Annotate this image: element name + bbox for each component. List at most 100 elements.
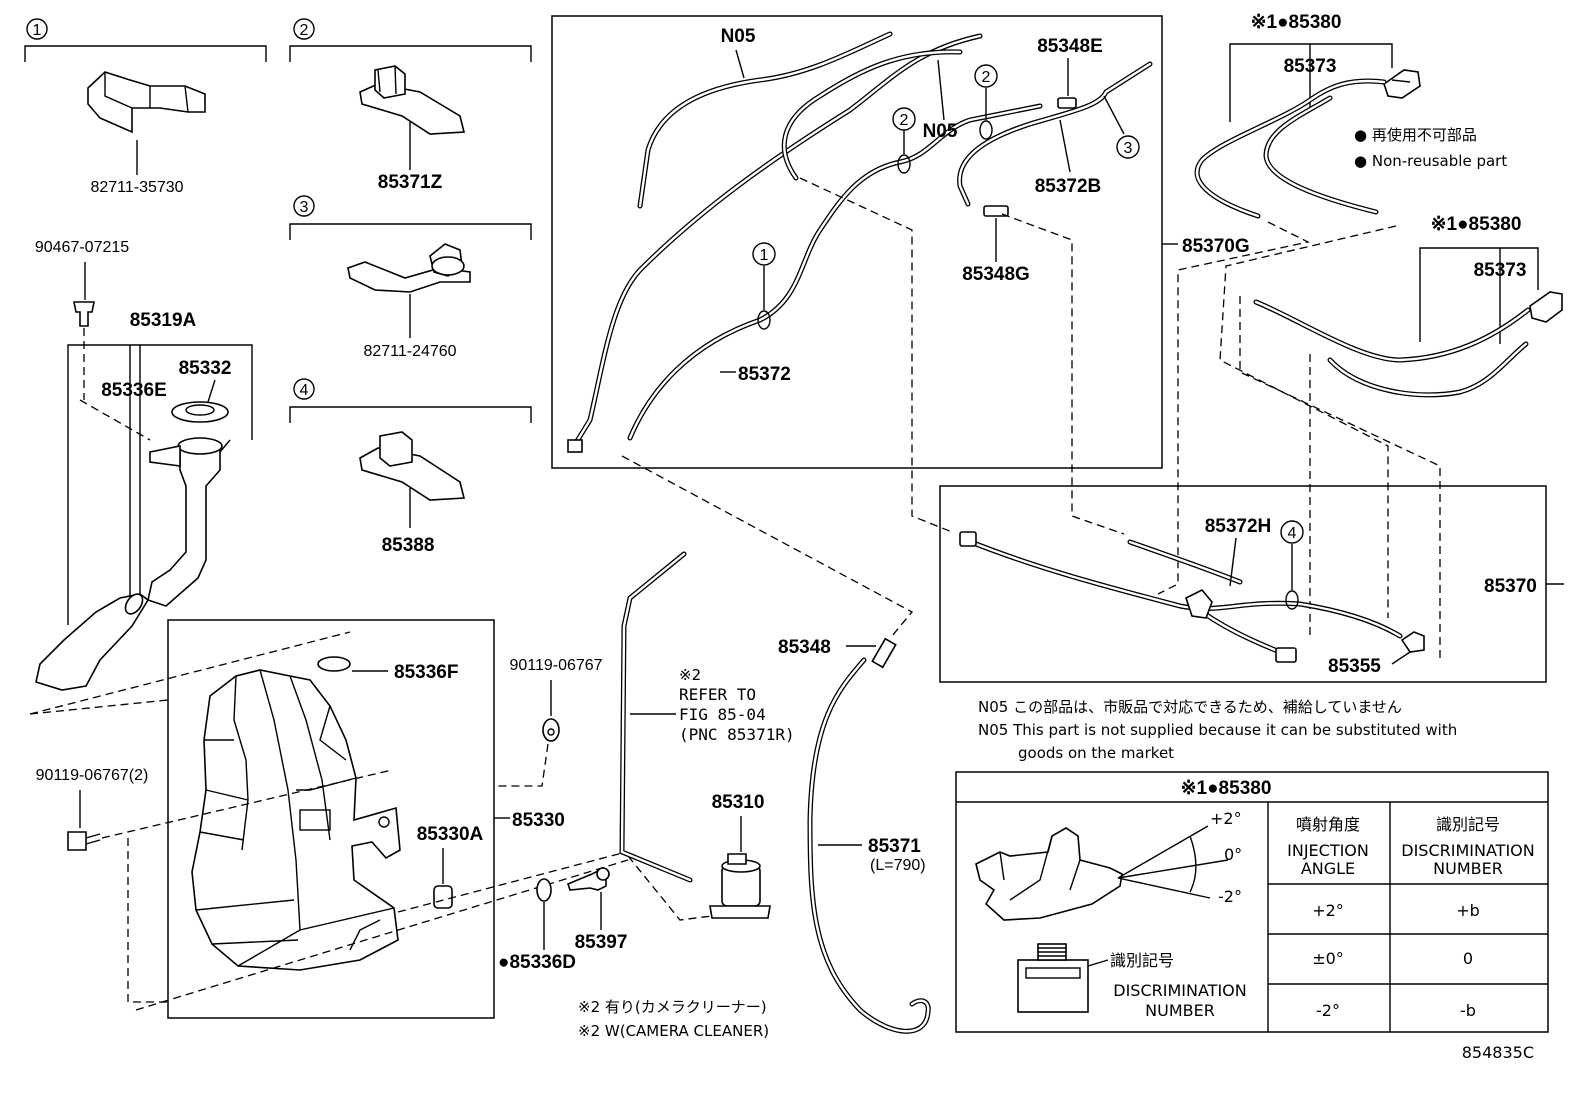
group-bracket-1: 1: [24, 18, 267, 62]
ref-mark: ※2: [679, 666, 701, 684]
table-row2-code: 0: [1463, 949, 1473, 968]
part-clamp-82711-24760[interactable]: [347, 243, 471, 338]
label-85336D: ●85336D: [498, 952, 576, 973]
camera-note-en: ※2 W(CAMERA CLEANER): [578, 1022, 769, 1040]
disc-label-en-1: DISCRIMINATION: [1113, 981, 1246, 1000]
disc-label-jp: 識別記号: [1110, 951, 1174, 970]
table-col2-en-2: NUMBER: [1433, 859, 1503, 878]
n05-note-en-2: goods on the market: [1018, 744, 1174, 762]
part-hose-85372-long[interactable]: [571, 33, 983, 449]
label-N05-top: N05: [721, 26, 756, 47]
label-85372: 85372: [738, 364, 791, 385]
label-85372B: 85372B: [1035, 176, 1102, 197]
part-hose-camera-cleaner[interactable]: [619, 551, 693, 883]
table-title: ※1●85380: [1181, 778, 1272, 799]
part-hose-85372H[interactable]: [959, 531, 1403, 663]
discrimination-mark-illustration: [1017, 943, 1109, 1013]
table-row2-angle: ±0°: [1312, 949, 1344, 968]
part-nozzle-85380-upper[interactable]: [1383, 69, 1421, 99]
table-col2-jp: 識別記号: [1436, 815, 1500, 834]
part-clamp-85388[interactable]: [359, 431, 466, 528]
disc-label-en-2: NUMBER: [1145, 1001, 1215, 1020]
group-number-2: 2: [300, 22, 309, 39]
label-85397: 85397: [575, 932, 628, 953]
callout-2b-hose: 2: [974, 64, 998, 140]
label-85336F: 85336F: [394, 662, 458, 683]
label-85373-mid: 85373: [1474, 260, 1527, 281]
callout-1-hose: 1: [752, 242, 776, 330]
part-grommet-85336D[interactable]: [536, 878, 552, 950]
label-85380-top: ※1●85380: [1251, 12, 1342, 33]
callout-number-2b: 2: [982, 69, 991, 86]
ref-line-3: (PNC 85371R): [679, 725, 795, 744]
callout-4-hose: 4: [1280, 520, 1304, 610]
table-col2-en-1: DISCRIMINATION: [1401, 841, 1534, 860]
ref-line-1: REFER TO: [679, 685, 756, 704]
callout-number-4: 4: [1288, 525, 1297, 542]
label-82711-35730: 82711-35730: [90, 179, 183, 196]
callout-3-hose: 3: [1103, 95, 1140, 159]
n05-note-en-1: N05 This part is not supplied because it…: [978, 721, 1457, 739]
part-clip-90467-07215[interactable]: [73, 262, 95, 327]
hose-group-box-85370G: [551, 15, 1163, 469]
part-joint-85348[interactable]: [846, 637, 897, 669]
part-inlet-85319A[interactable]: [35, 437, 231, 691]
part-nozzle-85380-lower[interactable]: [1529, 291, 1563, 323]
callout-2a-hose: 2: [892, 107, 916, 174]
non-reuse-jp: ● 再使用不可部品: [1354, 126, 1477, 144]
part-hose-85372[interactable]: [627, 103, 1043, 441]
angle-minus-2: -2°: [1218, 887, 1242, 906]
part-washer-tank-85330[interactable]: [191, 669, 401, 971]
group-bracket-4: 4: [289, 378, 532, 423]
part-clamp-85355[interactable]: [1391, 631, 1425, 665]
part-hose-n05-upper[interactable]: [637, 31, 893, 209]
label-85348G: 85348G: [962, 264, 1030, 285]
tank-group-box: [167, 619, 495, 1019]
part-cap-85332[interactable]: [171, 379, 229, 423]
callout-number-3: 3: [1124, 140, 1133, 157]
part-protector-82711-35730[interactable]: [87, 71, 206, 175]
part-clamp-85371Z[interactable]: [359, 65, 466, 170]
label-85370: 85370: [1484, 576, 1537, 597]
part-grommet-85330A[interactable]: [433, 848, 453, 909]
non-reuse-en: ● Non-reusable part: [1354, 152, 1507, 170]
part-washer-pump-85310[interactable]: [709, 816, 771, 919]
part-grommet-85336F[interactable]: [317, 656, 388, 672]
part-hose-85373-upper-b[interactable]: [1263, 95, 1379, 215]
label-85348E: 85348E: [1037, 36, 1103, 57]
callout-number-1: 1: [760, 247, 769, 264]
part-hose-85373-upper-a[interactable]: [1194, 78, 1387, 219]
part-bolt-90119-06767-2[interactable]: [67, 790, 101, 851]
label-85348: 85348: [778, 637, 831, 658]
callout-number-2a: 2: [900, 112, 909, 129]
connector-85372-end: [567, 439, 583, 453]
nozzle-angle-illustration: [975, 825, 1229, 921]
label-82711-24760: 82711-24760: [363, 343, 456, 360]
part-joint-85348E[interactable]: [1057, 58, 1077, 109]
label-N05-mid: N05: [923, 121, 958, 142]
part-joint-85348G[interactable]: [983, 205, 1009, 262]
part-hose-85373-lower-a[interactable]: [1253, 299, 1531, 363]
part-bolt-90119-06767[interactable]: [542, 680, 560, 742]
label-85371Z: 85371Z: [378, 172, 443, 193]
label-85372H: 85372H: [1205, 516, 1272, 537]
label-85373-top: 85373: [1284, 56, 1337, 77]
part-joint-85397[interactable]: [567, 867, 610, 930]
group-bracket-2: 2: [289, 18, 532, 62]
label-85310: 85310: [712, 792, 765, 813]
part-hose-85372B[interactable]: [957, 61, 1153, 207]
label-90119-06767-2: 90119-06767(2): [36, 767, 149, 784]
part-hose-85373-lower-b[interactable]: [1327, 341, 1529, 398]
part-hose-short-n05[interactable]: [781, 49, 963, 181]
part-hose-85371[interactable]: [807, 657, 931, 1034]
group-number-3: 3: [300, 199, 309, 216]
label-90467-07215: 90467-07215: [35, 239, 129, 256]
group-bracket-3: 3: [289, 195, 532, 240]
ref-line-2: FIG 85-04: [679, 705, 766, 724]
camera-note-jp: ※2 有り(カメラクリーナー): [578, 998, 767, 1016]
label-85330: 85330: [512, 810, 565, 831]
label-85355: 85355: [1328, 656, 1381, 677]
angle-zero: 0°: [1224, 845, 1242, 864]
